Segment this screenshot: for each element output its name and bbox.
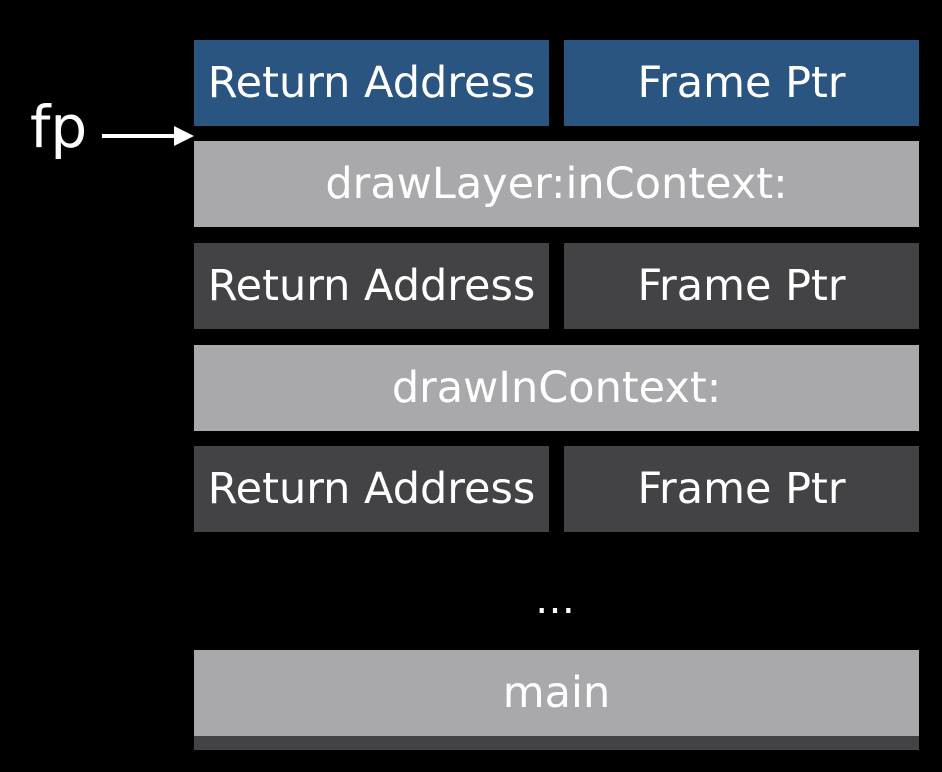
frame-name-label: drawLayer:inContext: <box>325 159 788 209</box>
main-frame-footer-block <box>194 736 919 750</box>
frame-block-main: main <box>194 650 919 736</box>
frame-block-drawlayer: drawLayer:inContext: <box>194 141 919 227</box>
return-address-block: Return Address <box>194 446 549 532</box>
top-frame-ptr-block: Frame Ptr <box>564 40 919 126</box>
stack-ellipsis: … <box>535 577 577 623</box>
frame-ptr-block: Frame Ptr <box>564 446 919 532</box>
top-return-address-label: Return Address <box>207 58 536 108</box>
frame-name-label: main <box>502 668 611 718</box>
frame-ptr-label: Frame Ptr <box>637 464 846 514</box>
return-address-label: Return Address <box>207 261 536 311</box>
frame-ptr-label: Frame Ptr <box>637 261 846 311</box>
frame-block-drawincontext: drawInContext: <box>194 345 919 431</box>
top-frame-ptr-label: Frame Ptr <box>637 58 846 108</box>
frame-pointer-arrow-icon <box>102 126 194 146</box>
frame-ptr-block: Frame Ptr <box>564 243 919 329</box>
frame-pointer-label: fp <box>30 93 88 161</box>
return-address-block: Return Address <box>194 243 549 329</box>
frame-name-label: drawInContext: <box>391 363 722 413</box>
top-return-address-block: Return Address <box>194 40 549 126</box>
return-address-label: Return Address <box>207 464 536 514</box>
